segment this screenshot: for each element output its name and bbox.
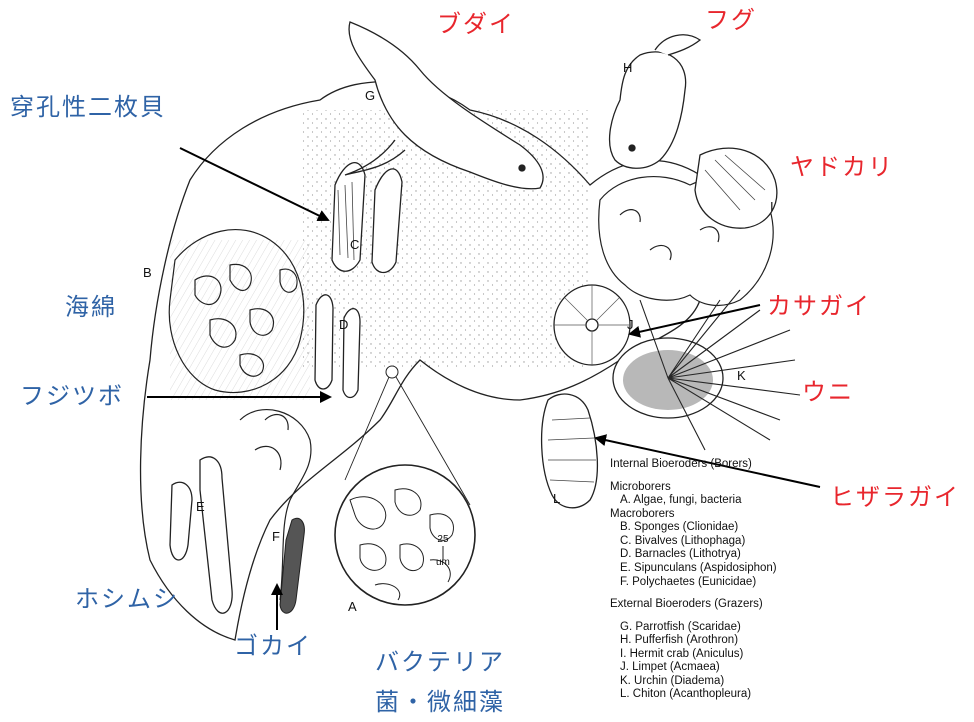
legend-external-heading: External Bioeroders (Grazers) bbox=[610, 598, 910, 612]
label-sipunculan-ja: ホシムシ bbox=[75, 587, 179, 611]
legend-item: E. Sipunculans (Aspidosiphon) bbox=[610, 562, 910, 576]
letter-h: H bbox=[623, 61, 632, 74]
legend: Internal Bioeroders (Borers) Microborers… bbox=[610, 458, 910, 702]
legend-item: A. Algae, fungi, bacteria bbox=[610, 494, 910, 508]
letter-d: D bbox=[339, 318, 348, 331]
letter-a: A bbox=[348, 600, 357, 613]
scale-bar: 25 um bbox=[436, 534, 450, 568]
label-urchin-ja: ウニ bbox=[802, 380, 854, 404]
chiton-drawing bbox=[542, 394, 598, 508]
label-barnacle-ja: フジツボ bbox=[20, 384, 124, 408]
letter-i: I bbox=[770, 200, 774, 213]
label-polychaete-ja: ゴカイ bbox=[234, 634, 312, 658]
letter-c: C bbox=[350, 238, 359, 251]
sponge-hatching bbox=[170, 240, 310, 400]
letter-f: F bbox=[272, 530, 280, 543]
label-pufferfish-ja: フグ bbox=[705, 8, 757, 32]
legend-item: G. Parrotfish (Scaridae) bbox=[610, 621, 910, 635]
legend-item: D. Barnacles (Lithotrya) bbox=[610, 548, 910, 562]
scale-value: 25 bbox=[436, 534, 450, 545]
legend-internal-heading: Internal Bioeroders (Borers) bbox=[610, 458, 910, 472]
label-sponge-ja: 海綿 bbox=[65, 295, 117, 319]
legend-item: L. Chiton (Acanthopleura) bbox=[610, 688, 910, 702]
pufferfish-drawing bbox=[610, 35, 700, 168]
scale-unit: um bbox=[436, 557, 450, 568]
legend-item: J. Limpet (Acmaea) bbox=[610, 661, 910, 675]
legend-macroborers: Macroborers bbox=[610, 508, 910, 522]
letter-e: E bbox=[196, 500, 205, 513]
letter-l: L bbox=[553, 492, 560, 505]
legend-item: H. Pufferfish (Arothron) bbox=[610, 634, 910, 648]
letter-j: J bbox=[627, 318, 634, 331]
letter-b: B bbox=[143, 266, 152, 279]
legend-item: K. Urchin (Diadema) bbox=[610, 675, 910, 689]
legend-item: B. Sponges (Clionidae) bbox=[610, 521, 910, 535]
label-fungi-microalgae-ja: 菌・微細藻 bbox=[375, 690, 505, 714]
label-bivalve-ja: 穿孔性二枚貝 bbox=[10, 95, 166, 119]
letter-g: G bbox=[365, 89, 375, 102]
label-limpet-ja: カサガイ bbox=[767, 294, 871, 318]
hermit-crab-drawing bbox=[695, 148, 777, 228]
legend-microborers: Microborers bbox=[610, 481, 910, 495]
label-parrotfish-ja: ブダイ bbox=[437, 12, 515, 36]
legend-item: C. Bivalves (Lithophaga) bbox=[610, 535, 910, 549]
letter-k: K bbox=[737, 369, 746, 382]
legend-item: F. Polychaetes (Eunicidae) bbox=[610, 576, 910, 590]
label-bacteria-ja: バクテリア bbox=[375, 650, 505, 674]
label-hermit-crab-ja: ヤドカリ bbox=[790, 155, 894, 179]
legend-item: I. Hermit crab (Aniculus) bbox=[610, 648, 910, 662]
limpet-drawing bbox=[554, 285, 630, 365]
